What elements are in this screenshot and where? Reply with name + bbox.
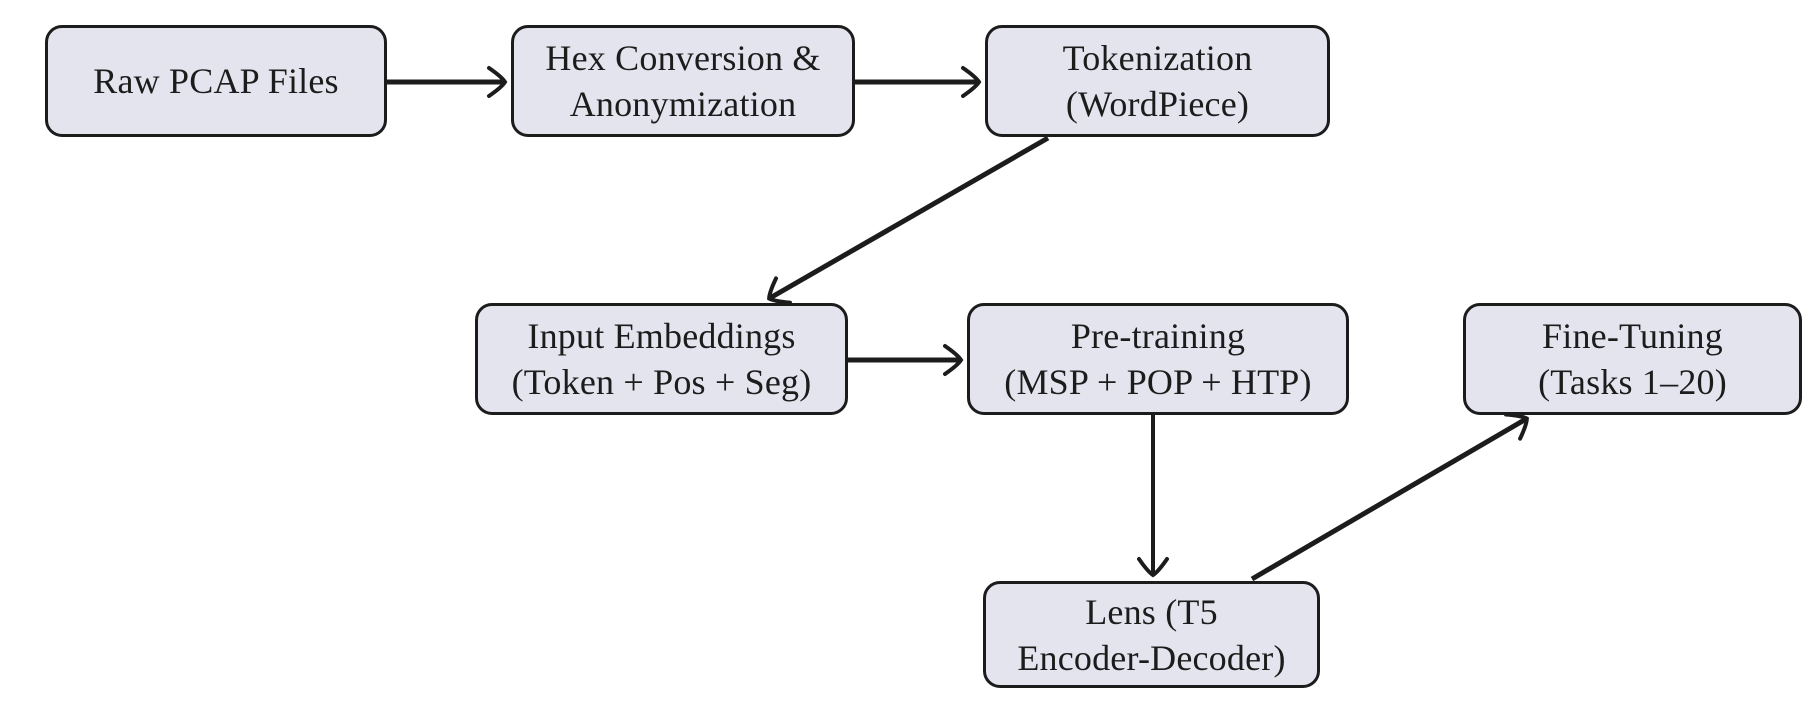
node-raw-pcap-files: Raw PCAP Files — [45, 25, 387, 137]
node-label: (MSP + POP + HTP) — [1004, 362, 1312, 402]
node-input-embeddings: Input Embeddings (Token + Pos + Seg) — [475, 303, 848, 415]
arrow-tokenization-wordpiece-to-input-embeddings — [767, 135, 1050, 305]
node-label: (WordPiece) — [1065, 84, 1250, 124]
node-label: Encoder-Decoder) — [1017, 637, 1286, 678]
node-label: (Tasks 1–20) — [1538, 362, 1727, 402]
node-label: Tokenization — [1062, 38, 1253, 78]
node-label: Anonymization — [569, 84, 797, 124]
node-label: Pre-training — [1070, 316, 1246, 356]
node-tokenization-wordpiece: Tokenization (WordPiece) — [985, 25, 1330, 137]
node-label: Raw PCAP Files — [93, 61, 339, 101]
node-pre-training: Pre-training (MSP + POP + HTP) — [967, 303, 1349, 415]
node-label: Lens (T5 — [1085, 591, 1218, 632]
node-label: Fine-Tuning — [1542, 316, 1723, 356]
node-label: Hex Conversion & — [545, 38, 821, 78]
node-fine-tuning: Fine-Tuning (Tasks 1–20) — [1463, 303, 1802, 415]
node-label: (Token + Pos + Seg) — [511, 362, 812, 402]
node-hex-conversion-anonymization: Hex Conversion & Anonymization — [511, 25, 855, 137]
arrow-lens-t5-encoder-decoder-to-fine-tuning — [1250, 412, 1529, 582]
node-label: Input Embeddings — [527, 316, 796, 356]
